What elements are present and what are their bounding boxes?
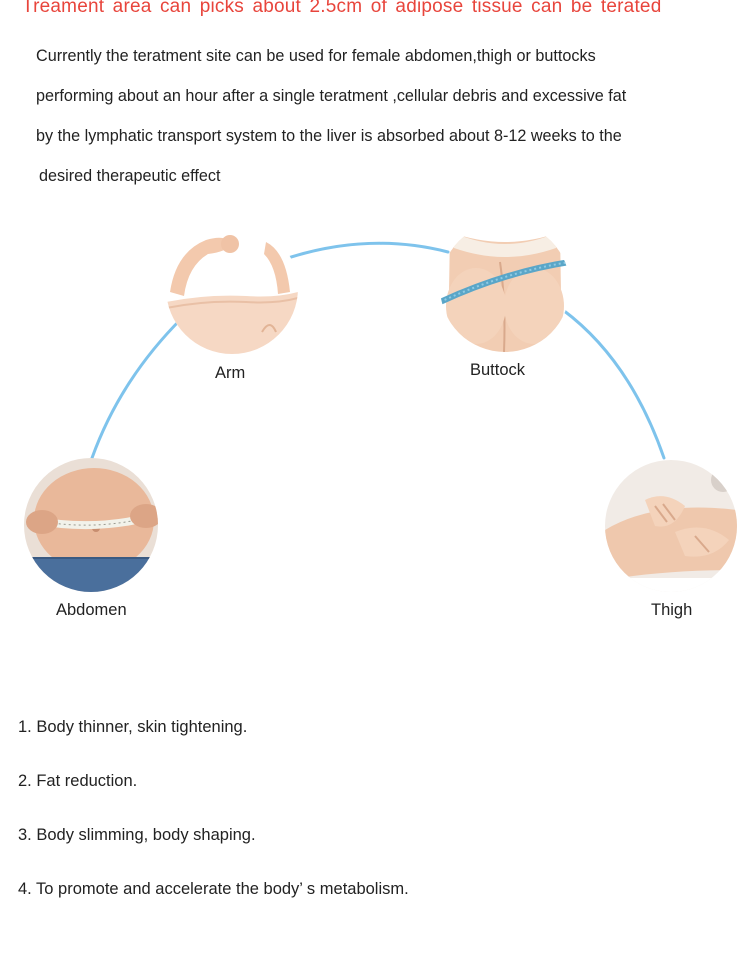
benefit-item: 2. Fat reduction.	[18, 772, 138, 790]
buttock-label: Buttock	[470, 361, 526, 379]
intro-line: performing about an hour after a single …	[36, 87, 627, 105]
intro-line: by the lymphatic transport system to the…	[36, 127, 622, 145]
intro-line: desired therapeutic effect	[39, 167, 221, 185]
connector-abdomen-arm	[90, 316, 184, 460]
benefits-list: 1. Body thinner, skin tightening. 2. Fat…	[18, 712, 738, 928]
abdomen-label: Abdomen	[56, 601, 127, 619]
thigh-label: Thigh	[651, 601, 693, 619]
buttock-photo	[440, 222, 570, 352]
thigh-photo	[605, 460, 737, 592]
intro-paragraph: Currently the teratment site can be used…	[36, 36, 748, 196]
benefit-item: 4. To promote and accelerate the body’ s…	[18, 880, 409, 898]
benefit-item: 3. Body slimming, body shaping.	[18, 826, 256, 844]
abdomen-photo	[24, 458, 158, 592]
page-headline: Treament area can picks about 2.5cm of a…	[22, 0, 662, 17]
arm-label: Arm	[215, 364, 246, 382]
connector-buttock-thigh	[561, 308, 666, 460]
intro-line: Currently the teratment site can be used…	[36, 47, 596, 65]
arm-photo	[166, 222, 298, 354]
connector-arm-buttock	[286, 241, 450, 260]
benefit-item: 1. Body thinner, skin tightening.	[18, 718, 248, 736]
